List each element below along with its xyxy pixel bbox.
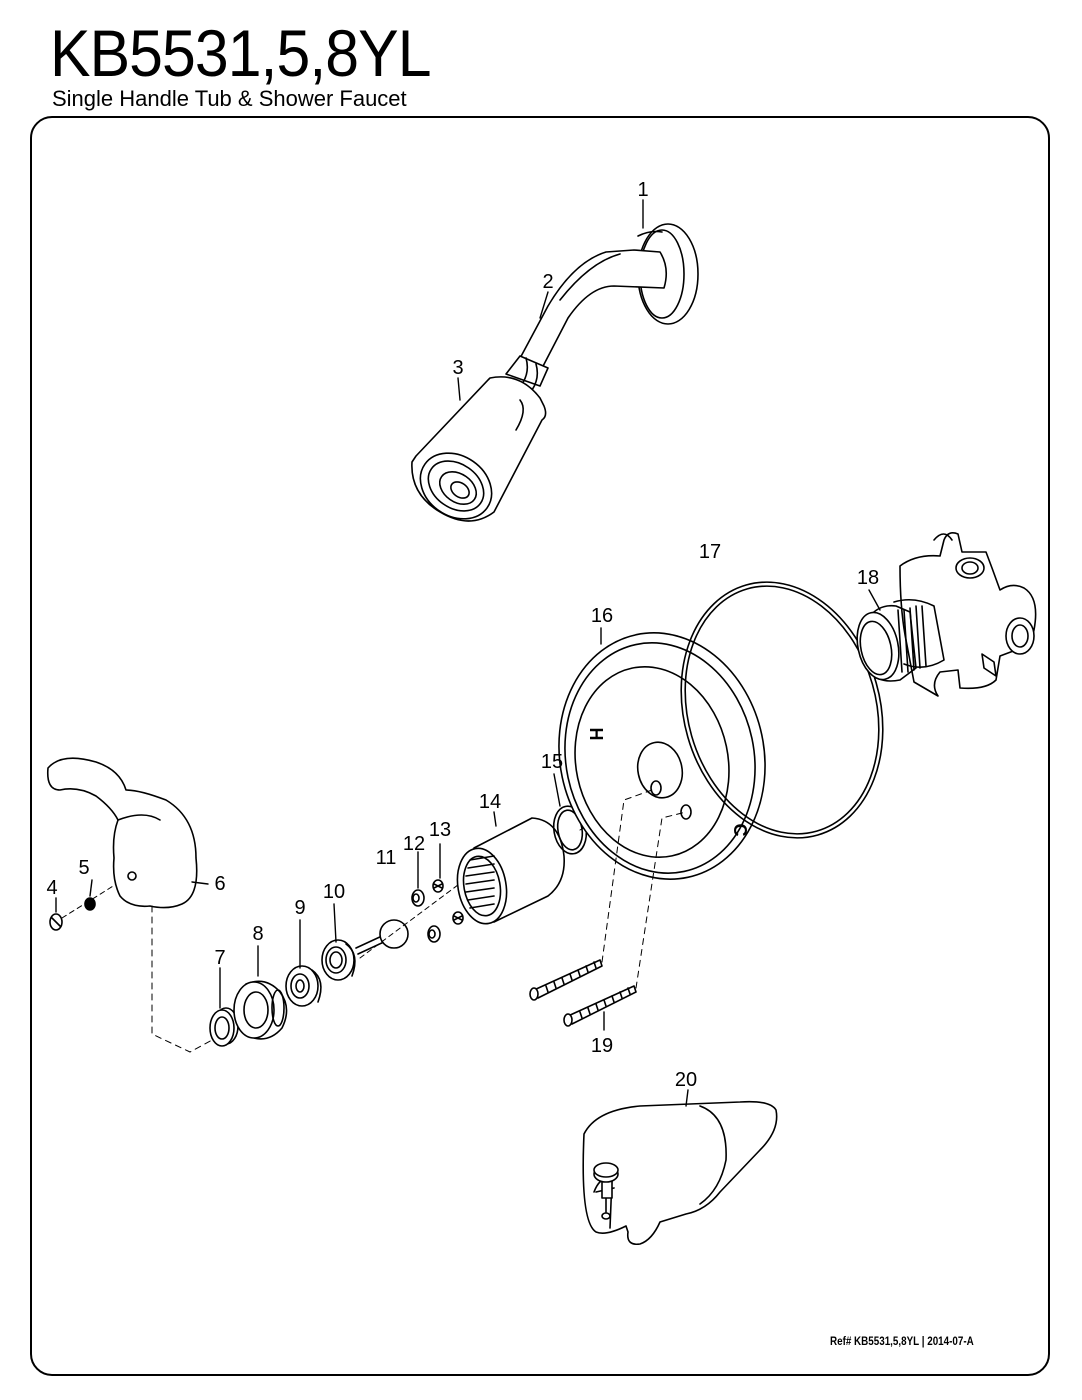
leader-lines <box>55 199 881 1107</box>
part-18-valve-body <box>856 532 1037 697</box>
ref-separator: | <box>921 1334 925 1348</box>
callout-10: 10 <box>323 881 345 903</box>
callout-8: 8 <box>252 923 263 945</box>
callout-labels: 1 2 3 4 5 6 7 8 9 10 11 12 13 14 15 16 1… <box>46 179 879 1091</box>
part-11-ball-stem <box>355 919 409 955</box>
callout-14: 14 <box>479 791 501 813</box>
part-16-escutcheon <box>558 632 766 880</box>
callout-6: 6 <box>214 873 225 895</box>
callout-13: 13 <box>429 819 451 841</box>
callout-2: 2 <box>542 271 553 293</box>
ref-number: Ref# KB5531,5,8YL <box>830 1334 919 1348</box>
part-20-tub-spout <box>582 1100 778 1246</box>
callout-11: 11 <box>376 847 397 869</box>
part-6-lever-handle <box>46 757 198 909</box>
part-19-screws <box>529 959 637 1027</box>
part-3-shower-head <box>411 355 549 522</box>
part-14-cartridge-housing <box>456 817 565 925</box>
callout-16: 16 <box>591 605 613 627</box>
callout-15: 15 <box>541 751 563 773</box>
part-10-seat <box>321 939 356 981</box>
callout-19: 19 <box>591 1035 613 1057</box>
ref-revision: 2014-07-A <box>927 1334 974 1348</box>
part-5-set-screw <box>84 897 96 911</box>
callout-3: 3 <box>452 357 463 379</box>
part-7-adapter <box>209 1007 239 1047</box>
callout-5: 5 <box>78 857 89 879</box>
part-17-gasket <box>680 581 884 839</box>
callout-17: 17 <box>699 541 721 563</box>
diagram-frame <box>30 116 1050 1376</box>
part-8-bonnet-nut <box>233 980 288 1040</box>
callout-9: 9 <box>294 897 305 919</box>
callout-18: 18 <box>857 567 879 589</box>
part-2-shower-arm <box>517 249 668 373</box>
callout-12: 12 <box>403 833 425 855</box>
part-12-seat-spring <box>411 889 441 943</box>
reference-footer: Ref# KB5531,5,8YL | 2014-07-A <box>830 1334 974 1348</box>
part-4-index-button <box>49 913 63 931</box>
part-13-spring <box>432 879 464 925</box>
cold-mark: C <box>730 824 750 837</box>
callout-7: 7 <box>214 947 225 969</box>
product-subtitle: Single Handle Tub & Shower Faucet <box>52 86 407 111</box>
callout-1: 1 <box>637 179 648 201</box>
callout-4: 4 <box>46 877 57 899</box>
model-number-title: KB5531,5,8YL <box>50 16 432 90</box>
part-9-washer <box>285 965 322 1007</box>
hot-mark: H <box>586 728 606 741</box>
callout-20: 20 <box>675 1069 697 1091</box>
